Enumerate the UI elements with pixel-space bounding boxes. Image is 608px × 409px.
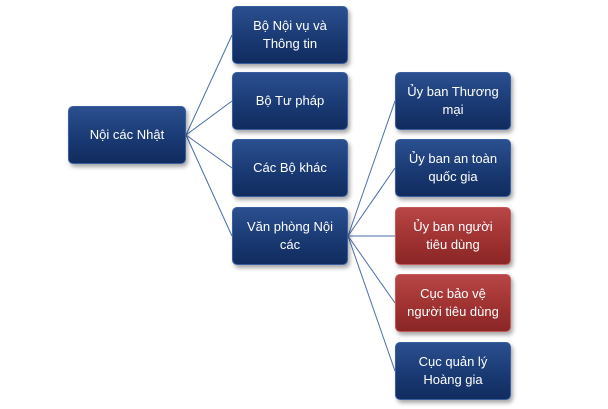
level1-node-2-label: Bộ Tư pháp	[255, 93, 325, 108]
level1-node-1-label: Bộ Nội vụ và Thông tin	[253, 18, 327, 51]
level1-node-3: Các Bộ khác	[232, 139, 348, 197]
root-node-label: Nội các Nhật	[89, 127, 165, 142]
connector-l1-to-l2-2	[347, 167, 396, 237]
level2-node-4: Cục bảo vệ người tiêu dùng	[395, 274, 511, 332]
level2-node-5: Cục quản lý Hoàng gia	[395, 342, 511, 400]
level2-node-2: Ủy ban an toàn quốc gia	[395, 139, 511, 197]
level1-node-2: Bộ Tư pháp	[232, 72, 348, 130]
level2-node-4-label: Cục bảo vệ người tiêu dùng	[407, 286, 499, 319]
level2-node-3: Ủy ban người tiêu dùng	[395, 207, 511, 265]
connector-l1-to-l2-1	[347, 100, 396, 237]
level1-node-4-label: Văn phòng Nội các	[246, 219, 333, 252]
level2-node-1-label: Ủy ban Thương mại	[407, 84, 499, 117]
root-node: Nội các Nhật	[68, 106, 186, 164]
level1-node-1: Bộ Nội vụ và Thông tin	[232, 6, 348, 64]
level2-node-1: Ủy ban Thương mại	[395, 72, 511, 130]
level1-node-4: Văn phòng Nội các	[232, 207, 348, 265]
connector-root-to-l1-2	[185, 100, 233, 136]
level2-node-2-label: Ủy ban an toàn quốc gia	[408, 151, 498, 184]
level2-node-3-label: Ủy ban người tiêu dùng	[413, 219, 493, 252]
connector-root-to-l1-1	[185, 34, 233, 136]
connector-root-to-l1-3	[185, 134, 233, 169]
level1-node-3-label: Các Bộ khác	[253, 160, 327, 175]
connector-l1-to-l2-4	[347, 235, 396, 304]
connector-root-to-l1-4	[185, 134, 233, 237]
connector-l1-to-l2-5	[347, 235, 396, 372]
level2-node-5-label: Cục quản lý Hoàng gia	[418, 354, 488, 387]
